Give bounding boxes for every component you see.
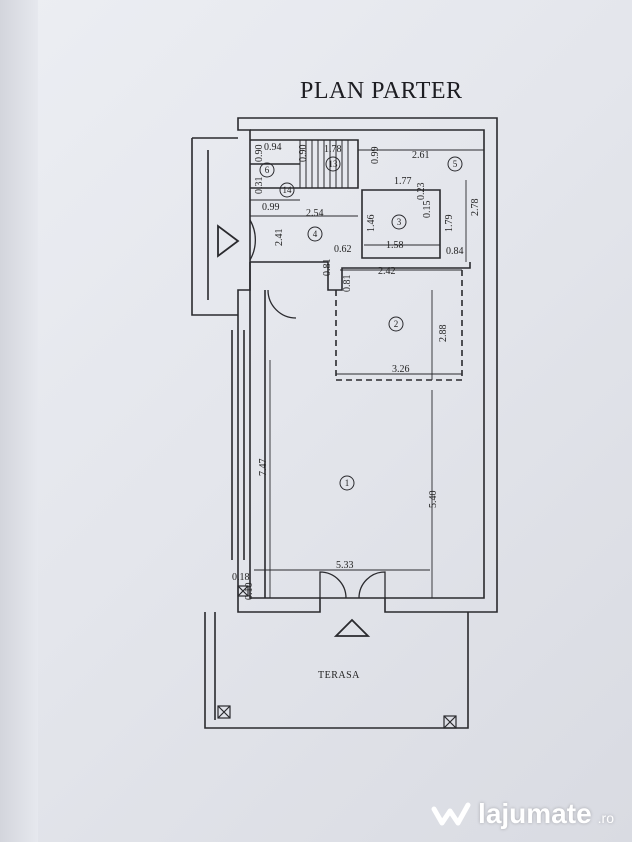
- dimension-label: 3.26: [392, 364, 410, 375]
- corridor-wall: [250, 261, 471, 291]
- outer-wall: [237, 117, 498, 613]
- dimension-label: 2.78: [470, 199, 481, 217]
- dimension-label: 0.84: [446, 246, 464, 257]
- dimension-label: 0.15: [422, 201, 433, 219]
- dimension-label: 2.41: [274, 229, 285, 247]
- dimension-label: 5.40: [428, 491, 439, 509]
- dimension-label: 0.90: [298, 145, 309, 163]
- stair-left-wall: [250, 139, 359, 189]
- left-window: [231, 330, 245, 560]
- dimension-label: 7.47: [258, 459, 269, 477]
- pillar-icon: [443, 715, 457, 729]
- inner-wall: [249, 129, 485, 599]
- room-number: 13: [329, 159, 339, 169]
- plan-title: PLAN PARTER: [300, 78, 463, 104]
- room-number: 6: [265, 165, 270, 175]
- paper-edge: [0, 0, 38, 842]
- room-marker: [391, 214, 407, 230]
- dimension-label: 1.46: [366, 215, 377, 233]
- room-marker: [325, 156, 341, 172]
- dimension-label: 0.23: [416, 183, 427, 201]
- dimension-label: 0.62: [334, 244, 352, 255]
- dimension-label: 0.18: [232, 572, 250, 583]
- room-marker: [447, 156, 463, 172]
- dimension-label: 2.42: [378, 266, 396, 277]
- room-number: 3: [397, 217, 402, 227]
- dimension-label: 0.10: [244, 583, 255, 601]
- room-2-dashed: [335, 268, 463, 381]
- dimension-label: 0.81: [322, 259, 333, 277]
- room-3-wall: [361, 189, 441, 259]
- watermark-suffix: .ro: [597, 810, 614, 826]
- pillar-icon: [217, 705, 231, 719]
- dimension-label: 2.88: [438, 325, 449, 343]
- partition-wall: [249, 262, 266, 598]
- terrace-door-left: [319, 571, 347, 599]
- dimension-label: 1.78: [324, 144, 342, 155]
- dimension-label: 0.31: [254, 177, 265, 195]
- room-number: 14: [283, 185, 293, 195]
- watermark-brand: lajumate: [478, 798, 592, 829]
- dimension-label: 0.81: [342, 275, 353, 293]
- room-marker: [307, 226, 323, 242]
- terrace-arrow-icon: [333, 618, 371, 637]
- watermark-logo: lajumate .ro: [430, 798, 614, 830]
- entry-arrow-icon: [217, 224, 240, 258]
- room-marker: [339, 475, 355, 491]
- dimension-label: 5.33: [336, 560, 354, 571]
- dimension-label: 1.58: [386, 240, 404, 251]
- dimension-label: 0.99: [262, 202, 280, 213]
- room-marker: [259, 162, 275, 178]
- room-number: 4: [313, 229, 318, 239]
- dimension-label: 2.54: [306, 208, 324, 219]
- room-number: 5: [453, 159, 458, 169]
- dimension-label: 0.99: [370, 147, 381, 165]
- left-annex: [191, 137, 238, 316]
- room-marker: [279, 182, 295, 198]
- terrace-label: TERASA: [318, 670, 360, 681]
- pillar-icon: [237, 585, 249, 597]
- room-marker: [388, 316, 404, 332]
- room-number: 1: [345, 478, 350, 488]
- terrace-outline: [204, 612, 469, 729]
- dimension-label: 0.94: [264, 142, 282, 153]
- dimension-label: 0.90: [254, 145, 265, 163]
- interior-door-arc: [267, 289, 297, 319]
- dimension-label: 1.77: [394, 176, 412, 187]
- dimension-label: 2.61: [412, 150, 430, 161]
- terrace-door-right: [358, 571, 386, 599]
- dimension-label: 1.79: [444, 215, 455, 233]
- heart-icon: [431, 802, 471, 826]
- entry-door-arc: [249, 219, 257, 261]
- room-number: 2: [394, 319, 399, 329]
